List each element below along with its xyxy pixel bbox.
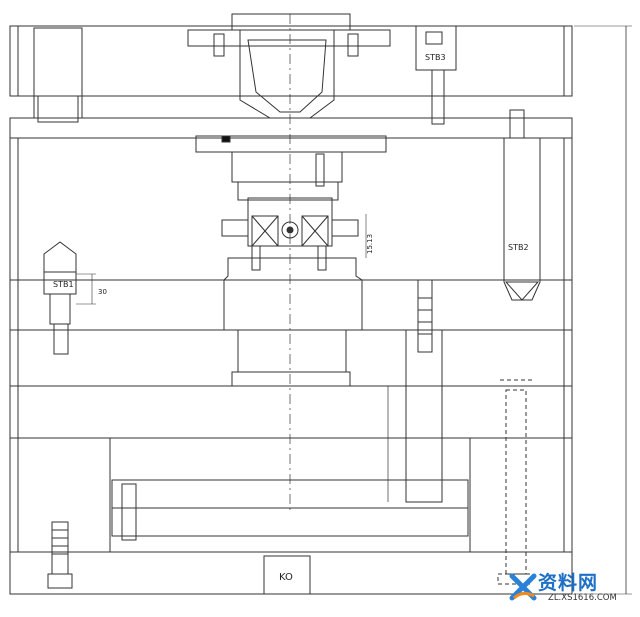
locating-ring <box>187 29 391 47</box>
spacer-block-right <box>469 437 573 553</box>
a-plate <box>9 137 573 281</box>
label-stb3: STB3 <box>425 53 446 62</box>
watermark-text: 资料网 <box>538 572 599 594</box>
dim-30: 30 <box>98 288 107 296</box>
stb3-bolt <box>415 25 457 71</box>
top-clamp-plate <box>9 25 573 97</box>
stb1-bolt <box>43 241 77 273</box>
watermark-url: ZL.XS1616.COM <box>548 593 617 603</box>
label-stb2: STB2 <box>508 243 529 252</box>
spacer-block-left <box>9 437 111 553</box>
b-plate <box>9 279 573 331</box>
ejector-space <box>9 385 573 439</box>
gate-circle <box>281 221 299 239</box>
ko-hole <box>263 555 311 595</box>
dim-15: 15.13 <box>366 234 374 254</box>
label-stb1: STB1 <box>53 280 74 289</box>
ejector-plate <box>111 507 469 537</box>
support-plate <box>9 329 573 387</box>
sprue-bushing <box>231 13 351 119</box>
watermark-x-icon <box>509 573 537 601</box>
watermark-logo: 资料网 ZL.XS1616.COM <box>508 566 636 610</box>
label-ko: KO <box>279 572 293 583</box>
stb2-pillar <box>503 137 541 301</box>
cavity-plate <box>9 117 573 139</box>
